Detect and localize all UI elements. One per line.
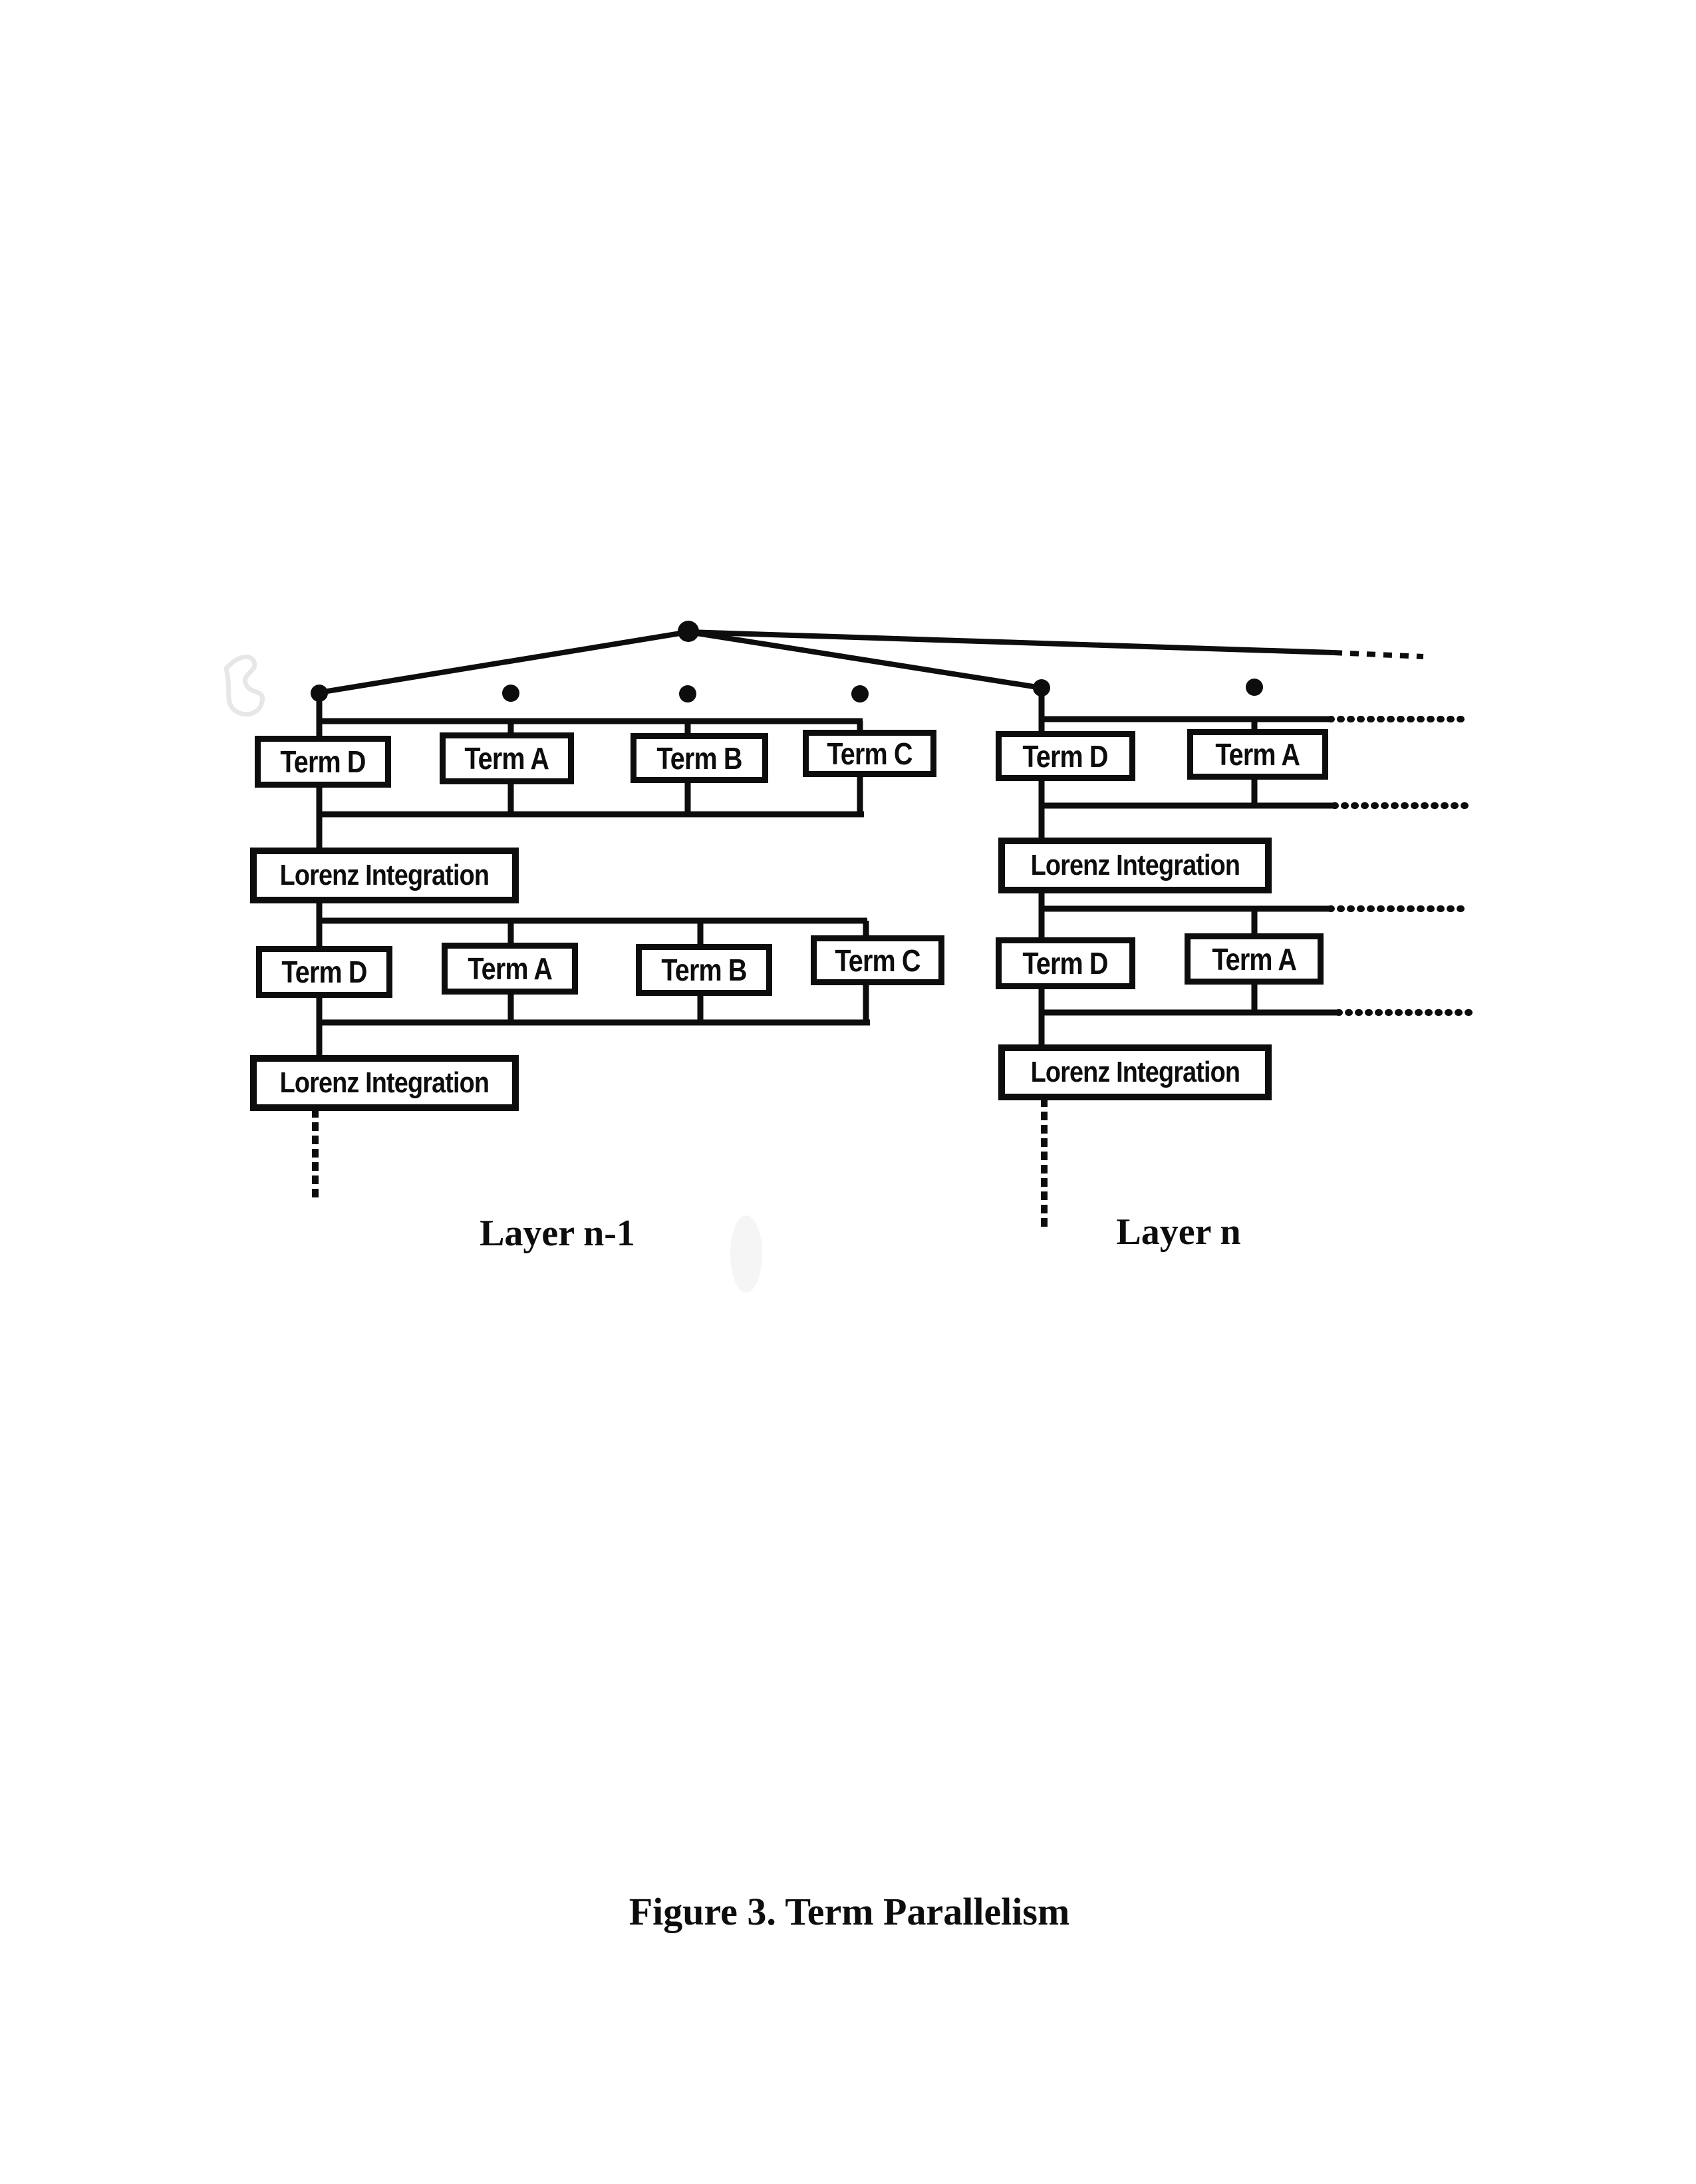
- node-dot: [502, 685, 519, 702]
- integration-box-right-1: Lorenz Integration: [998, 838, 1272, 893]
- integration-box-label: Lorenz Integration: [279, 1066, 490, 1099]
- term-box-left-row1-c: Term C: [803, 730, 936, 777]
- term-box-right-row1-d: Term D: [996, 731, 1135, 781]
- root-branch-lines: [319, 629, 1424, 695]
- term-box-label: Term A: [468, 951, 553, 986]
- connector-line: [688, 629, 1042, 691]
- node-dot: [851, 685, 869, 702]
- layer-n-label: Layer n: [1116, 1211, 1241, 1253]
- scan-artifact: [223, 654, 762, 1293]
- root-node-dot: [678, 621, 699, 642]
- figure-caption: Figure 3. Term Parallelism: [629, 1890, 1070, 1933]
- term-box-label: Term B: [656, 740, 742, 776]
- right-group-connectors: [1038, 688, 1476, 1227]
- integration-box-label: Lorenz Integration: [1030, 849, 1240, 881]
- dotted-continuation-line: [1333, 650, 1424, 659]
- integration-box-right-2: Lorenz Integration: [998, 1044, 1272, 1100]
- term-box-label: Term B: [661, 953, 747, 987]
- term-box-label: Term D: [280, 744, 366, 779]
- term-box-label: Term C: [835, 943, 920, 978]
- process-node-dots: [311, 621, 1263, 702]
- connector-line: [319, 629, 689, 695]
- integration-box-label: Lorenz Integration: [1030, 1056, 1240, 1088]
- term-box-label: Term D: [281, 955, 367, 989]
- term-box-left-row1-b: Term B: [631, 733, 768, 783]
- term-box-left-row2-a: Term A: [442, 943, 578, 995]
- term-box-right-row1-a: Term A: [1187, 729, 1328, 780]
- layer-n-1-label: Layer n-1: [480, 1213, 635, 1254]
- term-box-label: Term C: [827, 736, 913, 771]
- node-dot: [679, 685, 696, 702]
- term-box-left-row2-d: Term D: [256, 946, 392, 998]
- term-box-left-row2-b: Term B: [636, 944, 772, 996]
- integration-box-label: Lorenz Integration: [279, 859, 490, 891]
- term-box-label: Term A: [1212, 941, 1297, 977]
- term-box-right-row2-d: Term D: [996, 937, 1135, 989]
- term-box-label: Term D: [1022, 738, 1109, 774]
- connector-line: [688, 629, 1334, 655]
- term-box-label: Term A: [464, 741, 550, 776]
- term-box-right-row2-a: Term A: [1185, 933, 1324, 985]
- term-box-left-row1-d: Term D: [255, 736, 391, 788]
- term-box-left-row2-c: Term C: [811, 935, 944, 985]
- left-group-connectors: [312, 693, 870, 1201]
- term-box-label: Term A: [1215, 737, 1301, 772]
- integration-box-left-2: Lorenz Integration: [250, 1055, 519, 1111]
- term-box-left-row1-a: Term A: [440, 732, 574, 784]
- node-dot: [1246, 679, 1263, 696]
- term-box-label: Term D: [1022, 946, 1109, 981]
- integration-box-left-1: Lorenz Integration: [250, 848, 519, 903]
